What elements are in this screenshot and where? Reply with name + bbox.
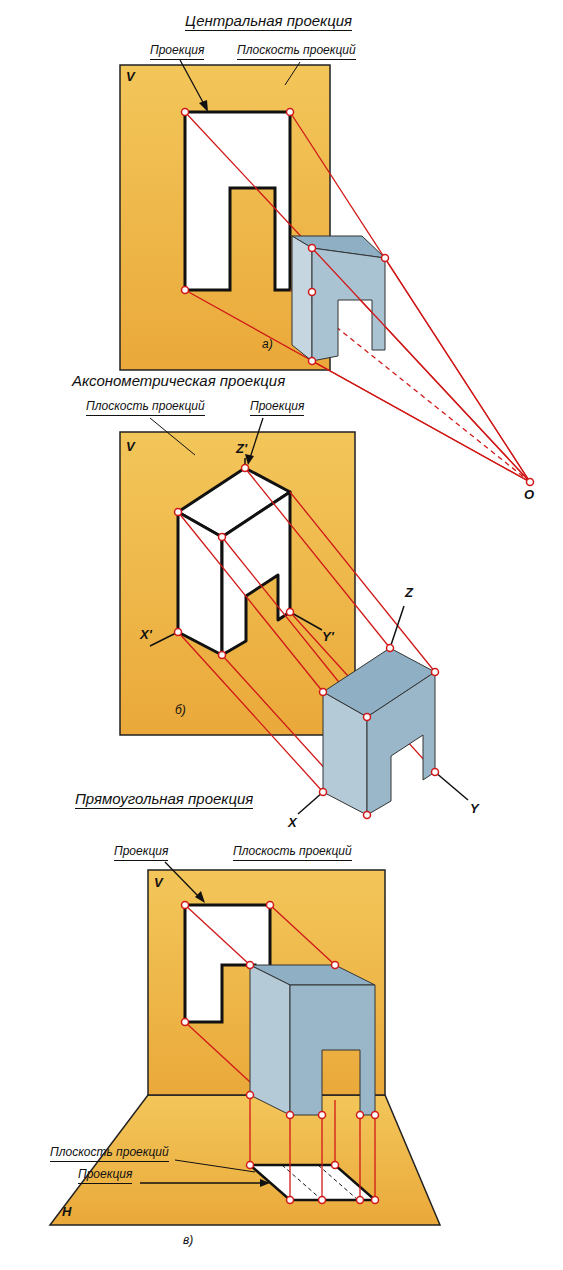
label-text: Проекция (78, 1168, 132, 1184)
label-text: Проекция (150, 44, 204, 60)
label-text: V (126, 440, 135, 455)
label-text: Плоскость проекций (86, 400, 205, 416)
label-text: H (62, 1205, 71, 1220)
label-text: X (288, 816, 297, 831)
label-text: O (524, 488, 534, 503)
label-text: V (126, 70, 135, 85)
label-text: Проекция (250, 400, 304, 416)
label-text: X' (140, 628, 152, 643)
label-text: Центральная проекция (185, 12, 352, 31)
label-text: V (154, 876, 163, 891)
label-text: Z' (236, 442, 247, 457)
label-text: Прямоугольная проекция (75, 790, 253, 809)
label-text: Y (470, 802, 479, 817)
label-text: б) (175, 704, 186, 718)
label-text: Z (405, 586, 413, 601)
label-text: в) (183, 1234, 193, 1248)
label-text: Плоскость проекций (237, 44, 356, 60)
label-text: Проекция (114, 845, 168, 861)
label-text: а) (262, 338, 273, 352)
label-text: Плоскость проекций (50, 1146, 169, 1162)
label-text: Аксонометрическая проекция (72, 372, 285, 389)
label-text: Y' (322, 630, 334, 645)
label-text: Плоскость проекций (233, 845, 352, 861)
